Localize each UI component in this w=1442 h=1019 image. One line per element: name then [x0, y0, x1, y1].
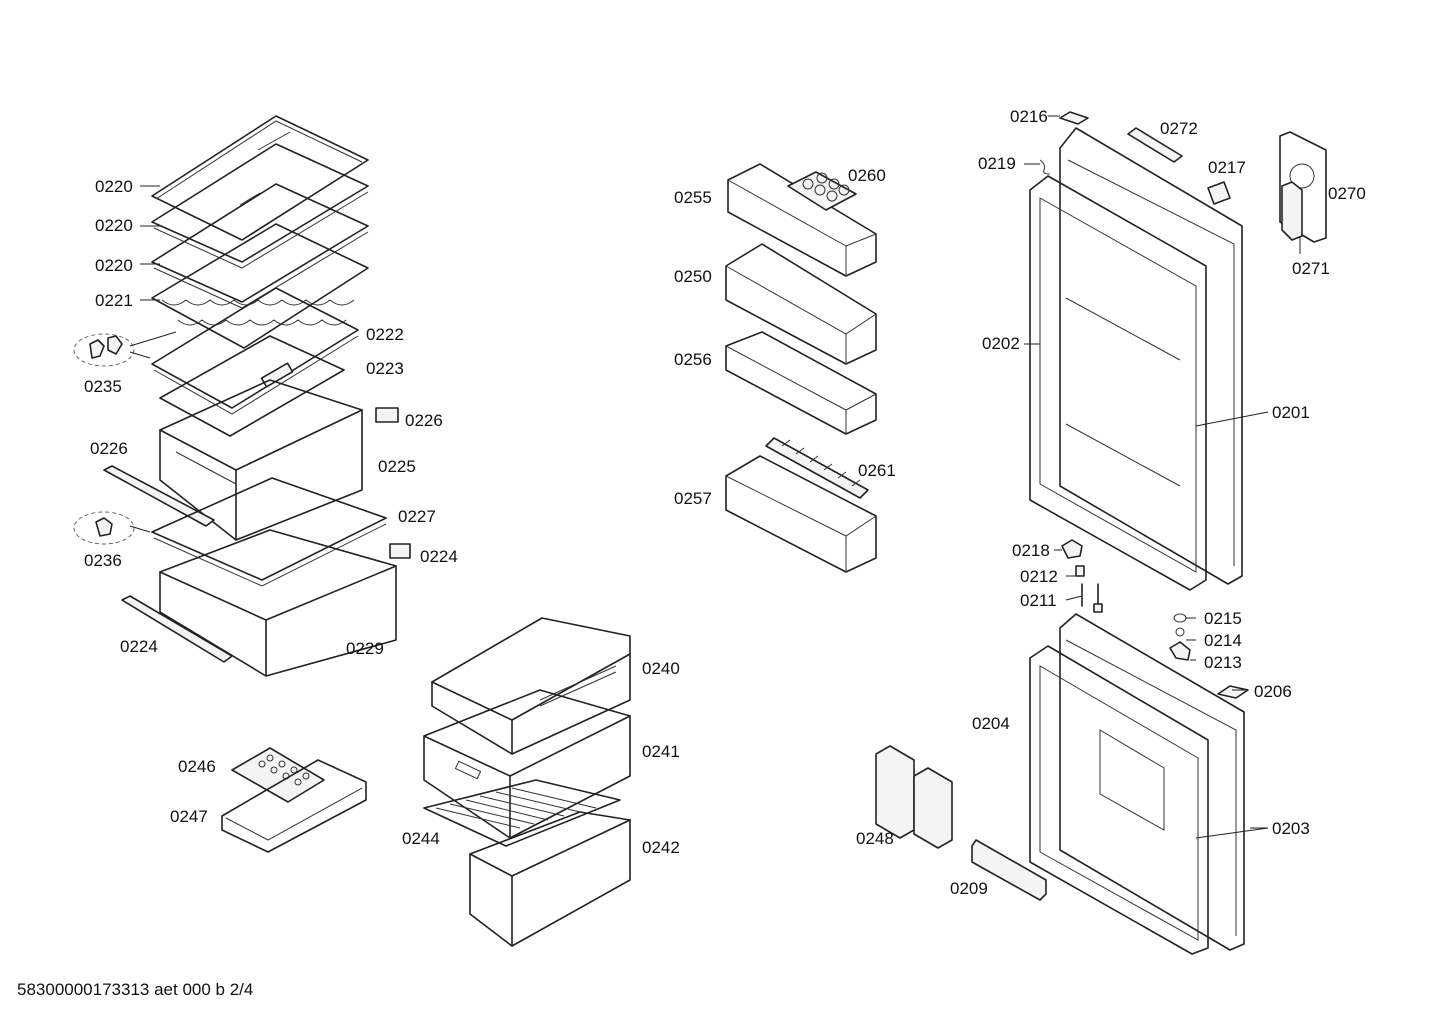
rail-0226-left — [103, 465, 215, 527]
label-0236: 0236 — [84, 551, 122, 570]
label-0225: 0225 — [378, 457, 416, 476]
bottle-holder-0261 — [765, 437, 869, 499]
screws-0211 — [1081, 583, 1103, 613]
door-shelf-0250 — [725, 243, 877, 365]
label-0216: 0216 — [1010, 107, 1048, 126]
label-0272: 0272 — [1160, 119, 1198, 138]
label-0209: 0209 — [950, 879, 988, 898]
label-0224-left: 0224 — [120, 637, 158, 656]
label-0222: 0222 — [366, 325, 404, 344]
label-0250: 0250 — [674, 267, 712, 286]
hinge-pin-0218 — [1061, 539, 1083, 559]
sensor-0271 — [1281, 181, 1303, 241]
label-0244: 0244 — [402, 829, 440, 848]
screw-0214 — [1175, 627, 1185, 637]
glass-shelf-0222 — [151, 287, 359, 415]
label-0226-left: 0226 — [90, 439, 128, 458]
rail-0226-right — [375, 407, 399, 423]
label-0218: 0218 — [1012, 541, 1050, 560]
label-0221: 0221 — [95, 291, 133, 310]
hinge-0213 — [1169, 641, 1191, 661]
door-shelf-0257 — [725, 455, 877, 573]
flap-0209 — [971, 839, 1047, 901]
label-0241: 0241 — [642, 742, 680, 761]
control-unit-0270 — [1279, 131, 1327, 243]
label-0220-c: 0220 — [95, 256, 133, 275]
bottle-rack-0221 — [151, 223, 369, 349]
fridge-door-0201 — [1059, 127, 1243, 585]
label-0248: 0248 — [856, 829, 894, 848]
leader-lines — [129, 115, 1301, 839]
label-0223: 0223 — [366, 359, 404, 378]
label-0202: 0202 — [982, 334, 1020, 353]
label-0242: 0242 — [642, 838, 680, 857]
label-0260: 0260 — [848, 166, 886, 185]
spring-0219 — [1039, 159, 1051, 175]
label-0211: 0211 — [1020, 591, 1057, 610]
cold-packs-0248 — [875, 745, 953, 849]
label-0227: 0227 — [398, 507, 436, 526]
label-0213: 0213 — [1204, 653, 1242, 672]
label-0204: 0204 — [972, 714, 1010, 733]
label-0270: 0270 — [1328, 184, 1366, 203]
hinge-0217 — [1207, 181, 1231, 205]
crisper-0225 — [159, 379, 363, 541]
bushing-0212 — [1075, 565, 1085, 577]
label-0217: 0217 — [1208, 158, 1246, 177]
hinge-cover-0206 — [1217, 685, 1249, 699]
glass-shelf-0220-top — [151, 115, 369, 241]
label-0271: 0271 — [1292, 259, 1330, 278]
door-shelf-0255 — [727, 163, 877, 277]
label-0256: 0256 — [674, 350, 712, 369]
label-0246: 0246 — [178, 757, 216, 776]
label-0240: 0240 — [642, 659, 680, 678]
part-labels: 0220 0220 0220 0221 0222 0223 0235 0226 … — [84, 107, 1366, 898]
label-0215: 0215 — [1204, 609, 1242, 628]
label-0229: 0229 — [346, 639, 384, 658]
label-0255: 0255 — [674, 188, 712, 207]
door-gasket-0204 — [1029, 645, 1209, 955]
clip-group-0235 — [73, 333, 135, 367]
drawer-0241 — [423, 689, 631, 839]
door-gasket-0202 — [1029, 175, 1207, 591]
glass-shelf-0220-second — [151, 143, 369, 269]
label-0203: 0203 — [1272, 819, 1310, 838]
label-0214: 0214 — [1204, 631, 1242, 650]
label-0235: 0235 — [84, 377, 122, 396]
door-shelf-0256 — [725, 331, 877, 435]
label-0224-right: 0224 — [420, 547, 458, 566]
freezer-drawer-0229 — [159, 529, 397, 677]
wire-basket-0244 — [423, 779, 621, 847]
cover-strip-0272 — [1127, 127, 1183, 163]
label-0206: 0206 — [1254, 682, 1292, 701]
label-0226-right: 0226 — [405, 411, 443, 430]
glass-shelf-0227 — [151, 477, 387, 587]
ice-tray-0246 — [231, 747, 325, 803]
label-0261: 0261 — [858, 461, 896, 480]
clip-group-0236 — [73, 511, 135, 545]
drawer-0240 — [431, 617, 631, 755]
label-0247: 0247 — [170, 807, 208, 826]
document-reference: 58300000173313 aet 000 b 2/4 — [17, 980, 254, 999]
drawer-0242 — [469, 811, 631, 947]
rail-0224-left — [121, 595, 233, 663]
label-0220-b: 0220 — [95, 216, 133, 235]
rail-0224-right — [389, 543, 411, 559]
label-0212: 0212 — [1020, 567, 1058, 586]
label-0219: 0219 — [978, 154, 1016, 173]
washer-0215 — [1173, 613, 1187, 623]
ice-container-0247 — [221, 759, 367, 853]
shelf-0223 — [159, 335, 345, 437]
hinge-cover-0216 — [1059, 111, 1089, 125]
label-0220-a: 0220 — [95, 177, 133, 196]
label-0201: 0201 — [1272, 403, 1310, 422]
label-0257: 0257 — [674, 489, 712, 508]
egg-tray-0260 — [787, 171, 857, 211]
freezer-door-0203 — [1059, 613, 1245, 951]
